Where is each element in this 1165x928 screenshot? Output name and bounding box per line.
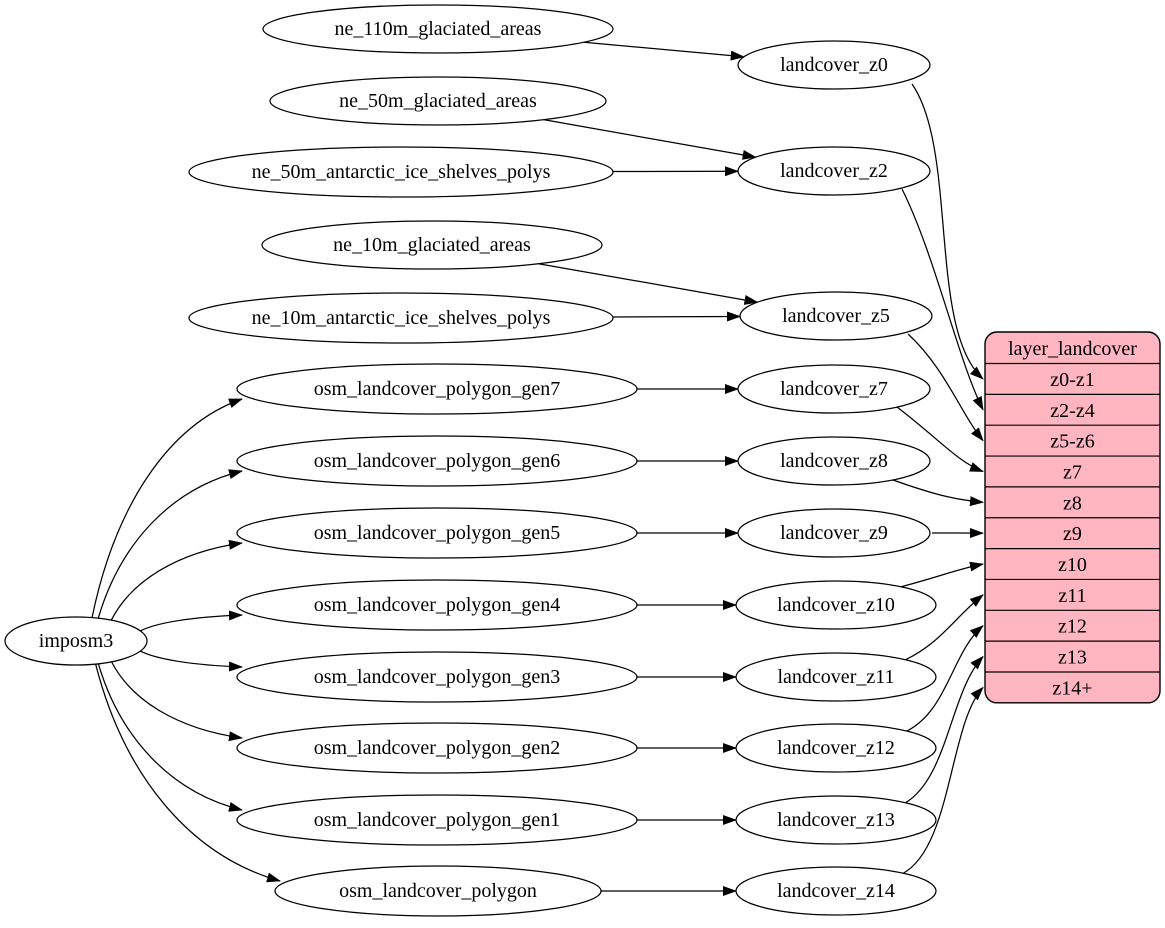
node-label: osm_landcover_polygon_gen4 [314, 594, 561, 616]
node-ne_50m_antarctic_ice_shelves_polys: ne_50m_antarctic_ice_shelves_polys [189, 147, 613, 197]
node-osm_landcover_polygon_gen1: osm_landcover_polygon_gen1 [237, 795, 637, 845]
node-label: ne_10m_glaciated_areas [333, 234, 531, 256]
node-label: osm_landcover_polygon_gen6 [314, 450, 561, 472]
edge-ne_10m_antarctic_ice_shelves_polys-to-landcover_z5 [613, 316, 740, 317]
node-label: landcover_z2 [780, 160, 888, 182]
table-row-z7: z7 [1063, 461, 1082, 483]
node-osm_landcover_polygon: osm_landcover_polygon [275, 866, 601, 916]
node-ne_10m_glaciated_areas: ne_10m_glaciated_areas [262, 221, 602, 269]
node-label: landcover_z11 [778, 666, 895, 688]
node-label: osm_landcover_polygon_gen1 [314, 809, 561, 831]
node-label: landcover_z9 [780, 522, 888, 544]
node-osm_landcover_polygon_gen7: osm_landcover_polygon_gen7 [237, 364, 637, 414]
table-row-z14+: z14+ [1052, 677, 1092, 699]
edge-imposm3-to-osm_landcover_polygon_gen6 [98, 471, 242, 618]
node-label: ne_50m_antarctic_ice_shelves_polys [252, 161, 551, 183]
node-label: landcover_z10 [777, 594, 895, 616]
table-row-z8: z8 [1063, 492, 1082, 514]
node-osm_landcover_polygon_gen2: osm_landcover_polygon_gen2 [237, 723, 637, 773]
node-label: imposm3 [39, 630, 113, 652]
table-row-z2-z4: z2-z4 [1050, 400, 1094, 422]
edge-landcover_z8-to-row-z8 [893, 480, 983, 502]
table-row-z5-z6: z5-z6 [1050, 431, 1094, 453]
node-ne_110m_glaciated_areas: ne_110m_glaciated_areas [263, 5, 613, 53]
layer-landcover-table: layer_landcover z0-z1 z2-z4 z5-z6 z7 z8 z9 z10 z… [985, 332, 1160, 703]
node-label: landcover_z0 [780, 54, 888, 76]
edge-ne_50m_glaciated_areas-to-landcover_z2 [544, 120, 756, 157]
edge-imposm3-to-osm_landcover_polygon_gen3 [140, 651, 242, 667]
node-ne_10m_antarctic_ice_shelves_polys: ne_10m_antarctic_ice_shelves_polys [189, 293, 613, 343]
table-row-z11: z11 [1058, 585, 1086, 607]
table-header: layer_landcover [1008, 338, 1137, 360]
node-imposm3: imposm3 [5, 617, 147, 665]
node-osm_landcover_polygon_gen4: osm_landcover_polygon_gen4 [237, 580, 637, 630]
node-osm_landcover_polygon_gen3: osm_landcover_polygon_gen3 [237, 652, 637, 702]
node-label: osm_landcover_polygon_gen5 [314, 522, 561, 544]
node-landcover_z8: landcover_z8 [738, 437, 930, 485]
edge-imposm3-to-osm_landcover_polygon_gen5 [111, 543, 242, 620]
edge-imposm3-to-osm_landcover_polygon_gen4 [140, 615, 242, 631]
node-landcover_z14: landcover_z14 [736, 867, 936, 915]
node-osm_landcover_polygon_gen5: osm_landcover_polygon_gen5 [237, 508, 637, 558]
edge-ne_10m_glaciated_areas-to-landcover_z5 [538, 264, 757, 302]
node-label: landcover_z14 [777, 880, 895, 902]
node-label: osm_landcover_polygon_gen7 [314, 378, 561, 400]
node-label: osm_landcover_polygon_gen2 [314, 737, 561, 759]
table-row-z13: z13 [1058, 647, 1087, 669]
node-landcover_z5: landcover_z5 [740, 292, 932, 340]
node-landcover_z13: landcover_z13 [736, 796, 936, 844]
node-landcover_z0: landcover_z0 [738, 41, 930, 89]
edge-landcover_z10-to-row-z10 [900, 564, 983, 587]
node-landcover_z2: landcover_z2 [738, 147, 930, 195]
edge-imposm3-to-osm_landcover_polygon_gen1 [98, 664, 242, 810]
table-row-z10: z10 [1058, 554, 1087, 576]
node-ne_50m_glaciated_areas: ne_50m_glaciated_areas [270, 77, 606, 125]
node-label: landcover_z7 [780, 378, 888, 400]
node-label: landcover_z8 [780, 450, 888, 472]
node-osm_landcover_polygon_gen6: osm_landcover_polygon_gen6 [237, 436, 637, 486]
node-landcover_z10: landcover_z10 [736, 581, 936, 629]
node-label: landcover_z13 [777, 809, 895, 831]
node-landcover_z9: landcover_z9 [738, 509, 930, 557]
edge-imposm3-to-osm_landcover_polygon [96, 664, 280, 881]
node-label: osm_landcover_polygon [339, 880, 537, 902]
table-row-z0-z1: z0-z1 [1050, 369, 1094, 391]
edge-landcover_z0-to-row-z0-z1 [912, 84, 983, 379]
node-label: landcover_z12 [777, 737, 895, 759]
node-label: osm_landcover_polygon_gen3 [314, 666, 561, 688]
node-label: landcover_z5 [782, 305, 890, 327]
table-row-z12: z12 [1058, 616, 1087, 638]
table-row-z9: z9 [1063, 523, 1082, 545]
edge-landcover_z14-to-row-z14+ [902, 687, 983, 874]
node-landcover_z12: landcover_z12 [736, 724, 936, 772]
node-landcover_z11: landcover_z11 [736, 653, 936, 701]
node-label: ne_10m_antarctic_ice_shelves_polys [252, 307, 551, 329]
edge-imposm3-to-osm_landcover_polygon_gen2 [112, 662, 242, 738]
node-label: ne_110m_glaciated_areas [335, 18, 542, 40]
node-label: ne_50m_glaciated_areas [339, 90, 537, 112]
edge-ne_110m_glaciated_areas-to-landcover_z0 [584, 42, 744, 57]
node-landcover_z7: landcover_z7 [738, 365, 930, 413]
